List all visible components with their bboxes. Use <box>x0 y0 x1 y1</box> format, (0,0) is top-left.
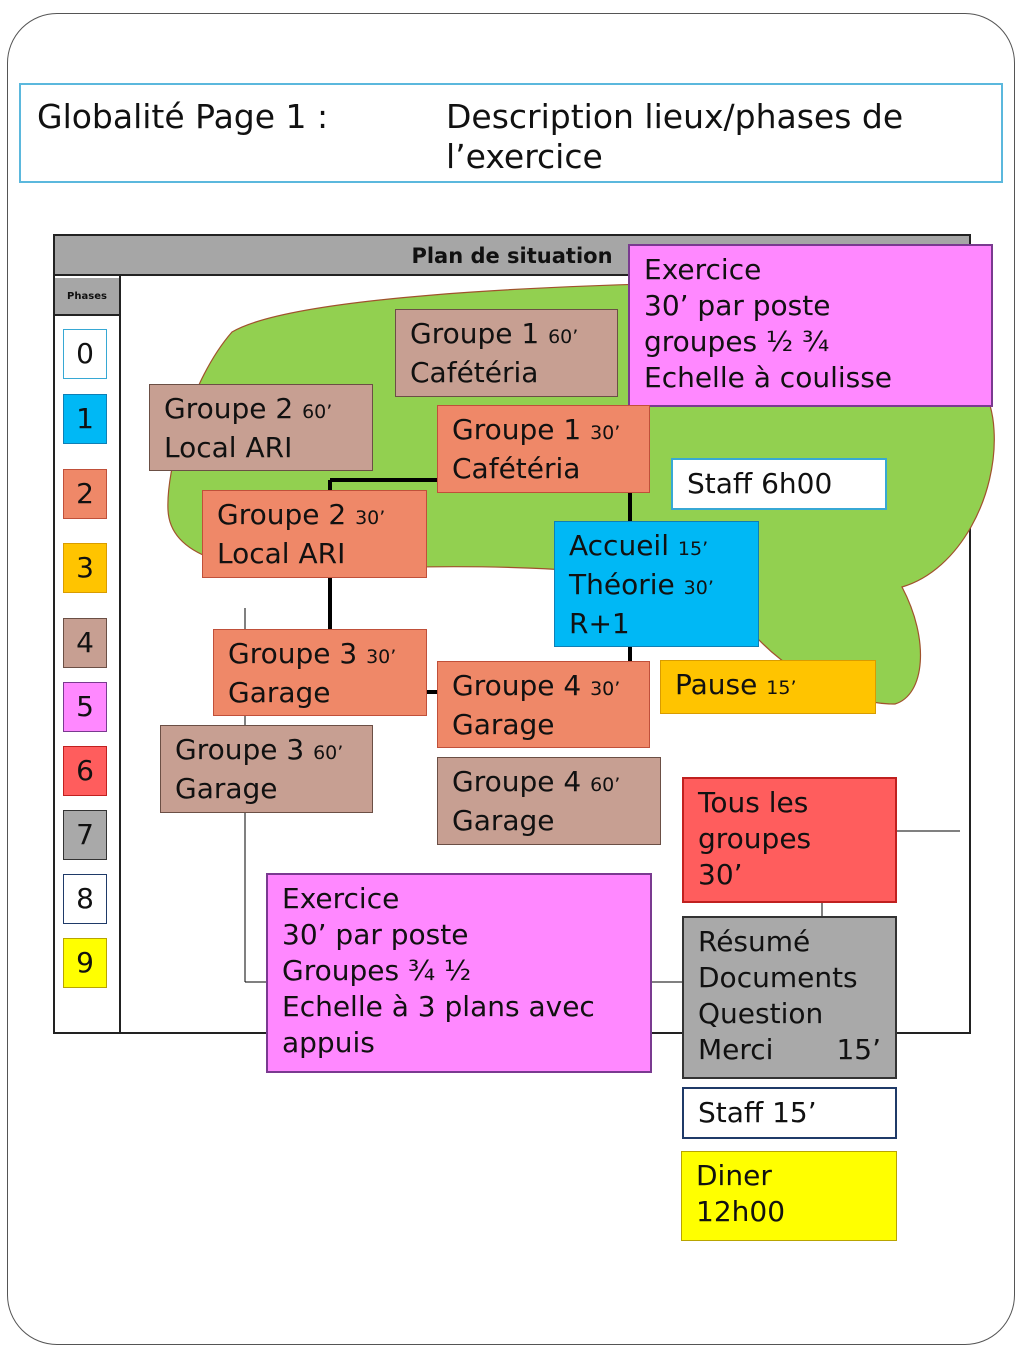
exercise-box-top: Exercice 30’ par poste groupes ½ ¾ Echel… <box>628 244 993 407</box>
duration: 60’ <box>590 774 621 796</box>
welcome-label: Accueil <box>569 529 669 562</box>
duration: 60’ <box>313 742 344 764</box>
slide-frame <box>7 13 1015 1345</box>
phase-1: 1 <box>63 394 107 444</box>
phases-header: Phases <box>55 278 119 316</box>
staff-15-box: Staff 15’ <box>682 1087 897 1139</box>
phase-2: 2 <box>63 469 107 519</box>
staff-6h-box: Staff 6h00 <box>671 458 887 510</box>
duration: 30’ <box>590 678 621 700</box>
exercise-line: 30’ par poste <box>644 289 831 322</box>
group4-30-box: Groupe 4 30’ Garage <box>437 661 650 748</box>
duration: 60’ <box>302 401 333 423</box>
dinner-box: Diner 12h00 <box>681 1151 897 1241</box>
duration: 15’ <box>766 677 797 699</box>
exercise-line: Exercice <box>282 882 400 915</box>
exercise-line: Groupes ¾ ½ <box>282 954 472 987</box>
header-title: Globalité Page 1 : <box>37 97 329 136</box>
group3-30-box: Groupe 3 30’ Garage <box>213 629 427 716</box>
group1-60-box: Groupe 1 60’ Cafétéria <box>395 309 618 397</box>
floor-label: R+1 <box>569 607 630 640</box>
group3-60-box: Groupe 3 60’ Garage <box>160 725 373 813</box>
header-subtitle: Description lieux/phases de l’exercice <box>446 97 904 176</box>
group-place: Garage <box>228 676 331 709</box>
dinner-line: Diner <box>696 1159 772 1192</box>
phase-8: 8 <box>63 874 107 924</box>
duration: 15’ <box>836 1033 881 1066</box>
group-name: Groupe 1 <box>452 413 582 446</box>
exercise-line: Echelle à coulisse <box>644 361 893 394</box>
phase-0: 0 <box>63 329 107 379</box>
phase-7: 7 <box>63 810 107 860</box>
group1-30-box: Groupe 1 30’ Cafétéria <box>437 405 650 493</box>
dinner-line: 12h00 <box>696 1195 786 1228</box>
duration: 30’ <box>683 577 714 599</box>
group-place: Cafétéria <box>452 452 581 485</box>
summary-line: Merci <box>698 1033 774 1066</box>
staff-text: Staff 6h00 <box>687 467 833 500</box>
group-place: Cafétéria <box>410 356 539 389</box>
group-name: Groupe 2 <box>217 498 347 531</box>
group-name: Groupe 4 <box>452 669 582 702</box>
pause-label: Pause <box>675 668 758 701</box>
exercise-box-bottom: Exercice 30’ par poste Groupes ¾ ½ Echel… <box>266 873 652 1073</box>
group2-60-box: Groupe 2 60’ Local ARI <box>149 384 373 471</box>
all-groups-line: groupes <box>698 822 812 855</box>
all-groups-line: Tous les <box>698 786 809 819</box>
staff-text: Staff 15’ <box>698 1096 817 1129</box>
duration: 30’ <box>366 646 397 668</box>
welcome-theory-box: Accueil 15’ Théorie 30’ R+1 <box>554 521 759 647</box>
group-place: Local ARI <box>217 537 346 570</box>
exercise-line: Exercice <box>644 253 762 286</box>
summary-line: Question <box>698 997 824 1030</box>
group-place: Garage <box>175 772 278 805</box>
duration: 30’ <box>590 422 621 444</box>
group-place: Garage <box>452 708 555 741</box>
phase-5: 5 <box>63 682 107 732</box>
summary-box: Résumé Documents Question Merci 15’ <box>682 916 897 1079</box>
group-name: Groupe 3 <box>175 733 305 766</box>
group-place: Local ARI <box>164 431 293 464</box>
theory-label: Théorie <box>569 568 675 601</box>
exercise-line: groupes ½ ¾ <box>644 325 830 358</box>
duration: 30’ <box>355 507 386 529</box>
group4-60-box: Groupe 4 60’ Garage <box>437 757 661 845</box>
phase-9: 9 <box>63 938 107 988</box>
group-name: Groupe 4 <box>452 765 582 798</box>
phase-4: 4 <box>63 618 107 668</box>
pause-box: Pause 15’ <box>660 660 876 714</box>
group-name: Groupe 2 <box>164 392 294 425</box>
group-name: Groupe 1 <box>410 317 540 350</box>
summary-line: Documents <box>698 961 858 994</box>
exercise-line: appuis <box>282 1026 375 1059</box>
exercise-line: 30’ par poste <box>282 918 469 951</box>
duration: 15’ <box>677 538 709 560</box>
phase-3: 3 <box>63 543 107 593</box>
exercise-line: Echelle à 3 plans avec <box>282 990 595 1023</box>
group-place: Garage <box>452 804 555 837</box>
header-box: Globalité Page 1 : Description lieux/pha… <box>19 83 1003 183</box>
group-name: Groupe 3 <box>228 637 358 670</box>
phase-6: 6 <box>63 746 107 796</box>
all-groups-box: Tous les groupes 30’ <box>682 777 897 903</box>
duration: 60’ <box>548 326 579 348</box>
group2-30-box: Groupe 2 30’ Local ARI <box>202 490 427 578</box>
summary-line: Résumé <box>698 925 811 958</box>
phases-column: Phases <box>55 276 121 1032</box>
all-groups-line: 30’ <box>698 858 743 891</box>
